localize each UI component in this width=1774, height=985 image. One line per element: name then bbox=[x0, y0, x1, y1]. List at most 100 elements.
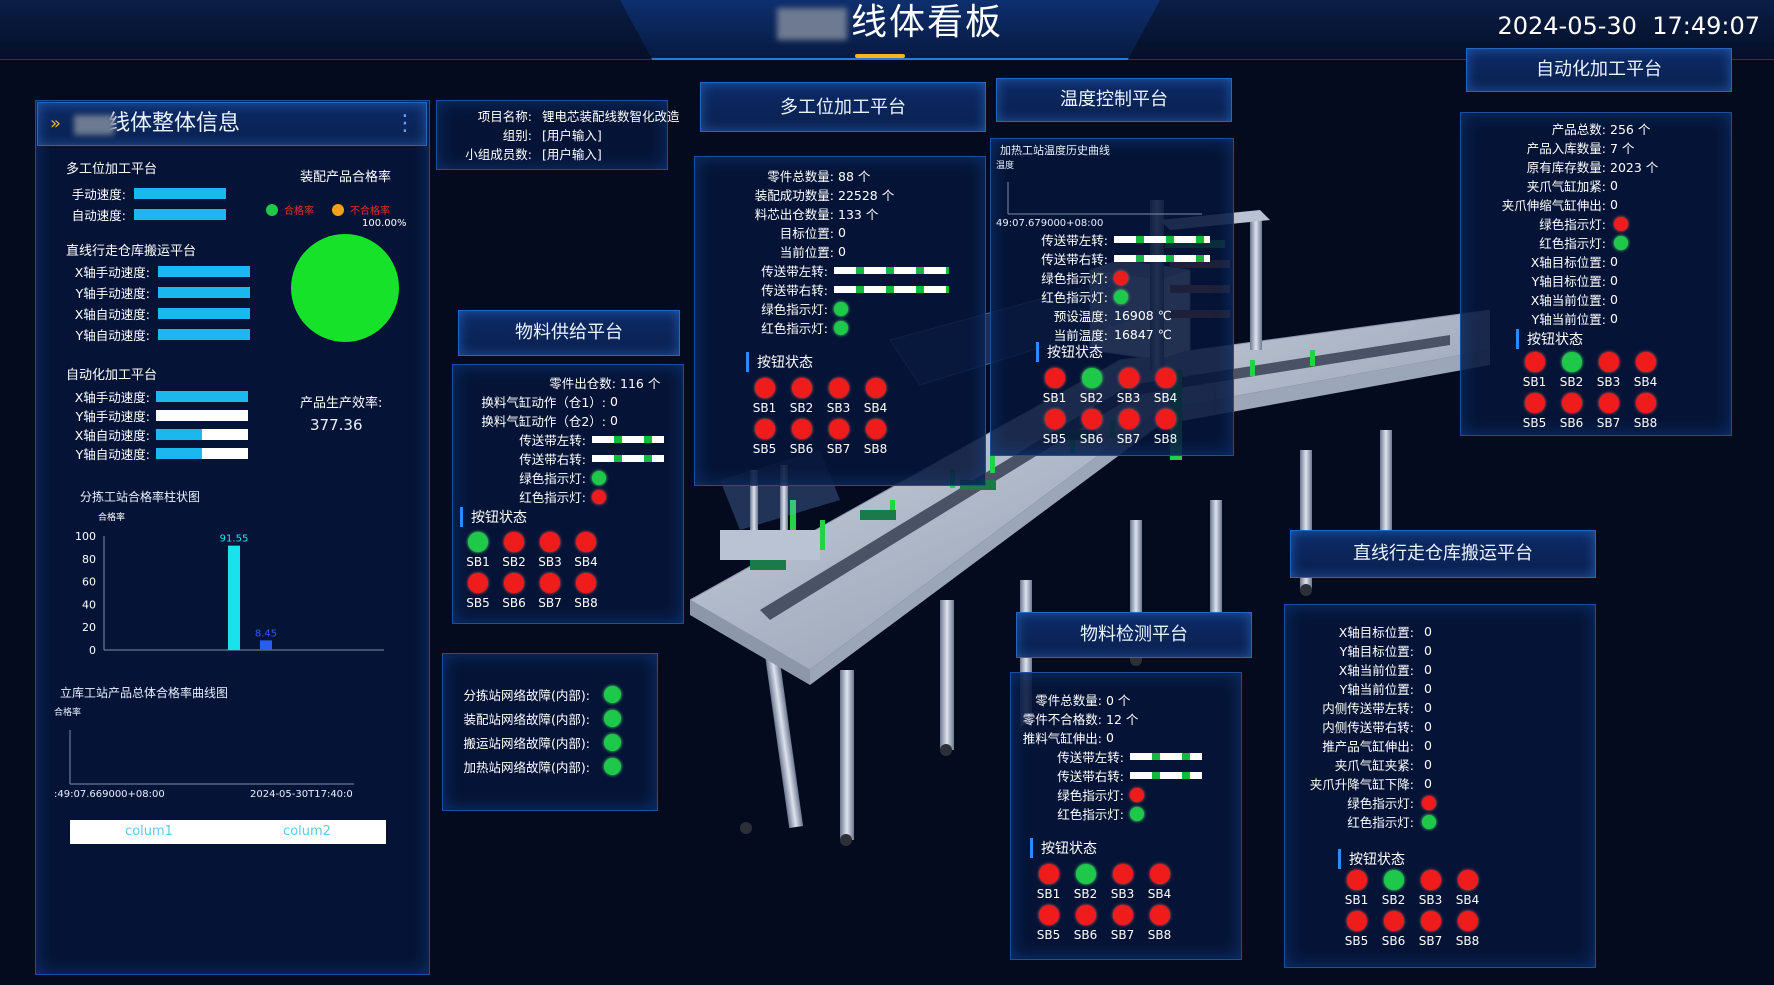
info-value: 0 bbox=[610, 394, 618, 409]
button-sb5[interactable]: SB5 bbox=[1338, 911, 1375, 948]
info-label: 零件不合格数: bbox=[1022, 712, 1102, 727]
button-sb3[interactable]: SB3 bbox=[1412, 870, 1449, 907]
auto-title: 自动化加工平台 bbox=[1536, 59, 1662, 80]
belt-left-label: 传送带左转: bbox=[761, 264, 828, 279]
button-sb3[interactable]: SB3 bbox=[1104, 864, 1141, 901]
button-sb5[interactable]: SB5 bbox=[746, 419, 783, 456]
pass-rate-pie[interactable] bbox=[291, 234, 399, 342]
green-light-label: 绿色指示灯: bbox=[519, 471, 586, 486]
legend-fail-swatch bbox=[332, 203, 344, 216]
button-sb4[interactable]: SB4 bbox=[857, 378, 894, 415]
detect-info: 零件总数量:0 个 零件不合格数:12 个 推料气缸伸出:0 传送带左转: 传送… bbox=[1012, 690, 1202, 823]
button-sb4[interactable]: SB4 bbox=[568, 532, 604, 569]
table-column-header[interactable]: colum1 bbox=[125, 824, 173, 839]
belt-left-indicator bbox=[1114, 236, 1210, 243]
button-sb7[interactable]: SB7 bbox=[1110, 409, 1147, 446]
button-sb1[interactable]: SB1 bbox=[1516, 352, 1553, 389]
button-sb8[interactable]: SB8 bbox=[1147, 409, 1184, 446]
temp-chart-x-start: 49:07.679000+08:00 bbox=[996, 218, 1104, 229]
project-name-label: 项目名称: bbox=[477, 108, 532, 124]
button-sb7[interactable]: SB7 bbox=[1104, 905, 1141, 942]
button-sb1[interactable]: SB1 bbox=[1036, 368, 1073, 405]
button-sb2[interactable]: SB2 bbox=[1067, 864, 1104, 901]
button-sb2[interactable]: SB2 bbox=[1553, 352, 1590, 389]
button-sb8[interactable]: SB8 bbox=[857, 419, 894, 456]
button-sb5[interactable]: SB5 bbox=[1036, 409, 1073, 446]
info-value: 0 bbox=[838, 225, 846, 240]
button-sb1[interactable]: SB1 bbox=[1030, 864, 1067, 901]
button-sb4[interactable]: SB4 bbox=[1141, 864, 1178, 901]
button-sb6[interactable]: SB6 bbox=[1073, 409, 1110, 446]
speed-label: Y轴手动速度: bbox=[75, 286, 150, 301]
date-text: 2024-05-30 bbox=[1497, 12, 1637, 40]
button-sb6[interactable]: SB6 bbox=[496, 573, 532, 610]
page-title-text: 线体看板 bbox=[850, 2, 1003, 43]
belt-left-indicator bbox=[834, 267, 949, 274]
button-sb8[interactable]: SB8 bbox=[1449, 911, 1486, 948]
red-light-label: 红色指示灯: bbox=[1057, 807, 1124, 822]
button-sb5[interactable]: SB5 bbox=[1030, 905, 1067, 942]
button-sb6[interactable]: SB6 bbox=[1553, 393, 1590, 430]
button-sb7[interactable]: SB7 bbox=[1412, 911, 1449, 948]
button-sb1[interactable]: SB1 bbox=[460, 532, 496, 569]
redacted-logo bbox=[776, 8, 847, 40]
button-sb2[interactable]: SB2 bbox=[1375, 870, 1412, 907]
more-icon[interactable]: ⋮ bbox=[394, 111, 416, 136]
info-label: 夹爪伸缩气缸伸出: bbox=[1501, 198, 1606, 213]
button-sb3[interactable]: SB3 bbox=[532, 532, 568, 569]
button-sb5[interactable]: SB5 bbox=[1516, 393, 1553, 430]
button-sb6[interactable]: SB6 bbox=[1067, 905, 1104, 942]
button-sb7[interactable]: SB7 bbox=[1590, 393, 1627, 430]
project-info-panel bbox=[436, 100, 668, 170]
table-column-header[interactable]: colum2 bbox=[283, 824, 331, 839]
auto-panel bbox=[1460, 112, 1732, 436]
linear-info: X轴目标位置:0 Y轴目标位置:0 X轴当前位置:0 Y轴当前位置:0 内侧传送… bbox=[1290, 622, 1436, 831]
button-sb1[interactable]: SB1 bbox=[1338, 870, 1375, 907]
button-sb5[interactable]: SB5 bbox=[460, 573, 496, 610]
chevron-right-icon: » bbox=[50, 113, 62, 134]
red-light-label: 红色指示灯: bbox=[519, 490, 586, 505]
supply-info: 零件出仓数:116 个 换料气缸动作（仓1）:0 换料气缸动作（仓2）:0 传送… bbox=[456, 373, 664, 506]
button-sb8[interactable]: SB8 bbox=[568, 573, 604, 610]
current-temp-label: 当前温度: bbox=[1053, 328, 1108, 343]
button-sb8[interactable]: SB8 bbox=[1627, 393, 1664, 430]
button-sb8[interactable]: SB8 bbox=[1141, 905, 1178, 942]
speed-label: X轴自动速度: bbox=[74, 428, 150, 443]
green-light-label: 绿色指示灯: bbox=[1041, 271, 1108, 286]
button-sb3[interactable]: SB3 bbox=[1590, 352, 1627, 389]
belt-right-label: 传送带右转: bbox=[1057, 769, 1124, 784]
button-sb4[interactable]: SB4 bbox=[1147, 368, 1184, 405]
button-sb6[interactable]: SB6 bbox=[783, 419, 820, 456]
temp-button-grid: SB1 SB2 SB3 SB4 SB5 SB6 SB7 SB8 bbox=[1036, 368, 1184, 446]
button-sb3[interactable]: SB3 bbox=[1110, 368, 1147, 405]
button-sb2[interactable]: SB2 bbox=[783, 378, 820, 415]
efficiency-value: 377.36 bbox=[310, 416, 363, 434]
button-sb4[interactable]: SB4 bbox=[1627, 352, 1664, 389]
button-sb7[interactable]: SB7 bbox=[820, 419, 857, 456]
button-sb2[interactable]: SB2 bbox=[1073, 368, 1110, 405]
info-value: 0 bbox=[610, 413, 618, 428]
temp-chart-ylabel: 温度 bbox=[996, 161, 1015, 171]
belt-right-label: 传送带右转: bbox=[1041, 252, 1108, 267]
button-sb1[interactable]: SB1 bbox=[746, 378, 783, 415]
datetime: 2024-05-30 17:49:07 bbox=[1497, 12, 1760, 40]
info-label: 目标位置: bbox=[779, 226, 834, 241]
button-sb3[interactable]: SB3 bbox=[820, 378, 857, 415]
info-value: 22528 个 bbox=[838, 188, 895, 203]
info-value: 0 bbox=[1424, 643, 1432, 658]
belt-left-indicator bbox=[1130, 753, 1202, 760]
green-light-indicator bbox=[1422, 795, 1436, 810]
button-sb4[interactable]: SB4 bbox=[1449, 870, 1486, 907]
pie-title: 装配产品合格率 bbox=[300, 170, 392, 185]
button-sb6[interactable]: SB6 bbox=[1375, 911, 1412, 948]
redacted-text bbox=[74, 115, 114, 135]
preset-temp-value: 16908 ℃ bbox=[1114, 308, 1172, 323]
speed-label: X轴自动速度: bbox=[74, 307, 150, 322]
button-sb2[interactable]: SB2 bbox=[496, 532, 532, 569]
button-status-title: 按钮状态 bbox=[1030, 838, 1097, 858]
button-sb7[interactable]: SB7 bbox=[532, 573, 568, 610]
line-chart-x-end: 2024-05-30T17:40:0 bbox=[250, 789, 353, 800]
speed-bar bbox=[156, 410, 248, 421]
speed-group-3: X轴手动速度: Y轴手动速度: X轴自动速度: Y轴自动速度: bbox=[66, 387, 248, 463]
info-value: 88 个 bbox=[838, 169, 871, 184]
